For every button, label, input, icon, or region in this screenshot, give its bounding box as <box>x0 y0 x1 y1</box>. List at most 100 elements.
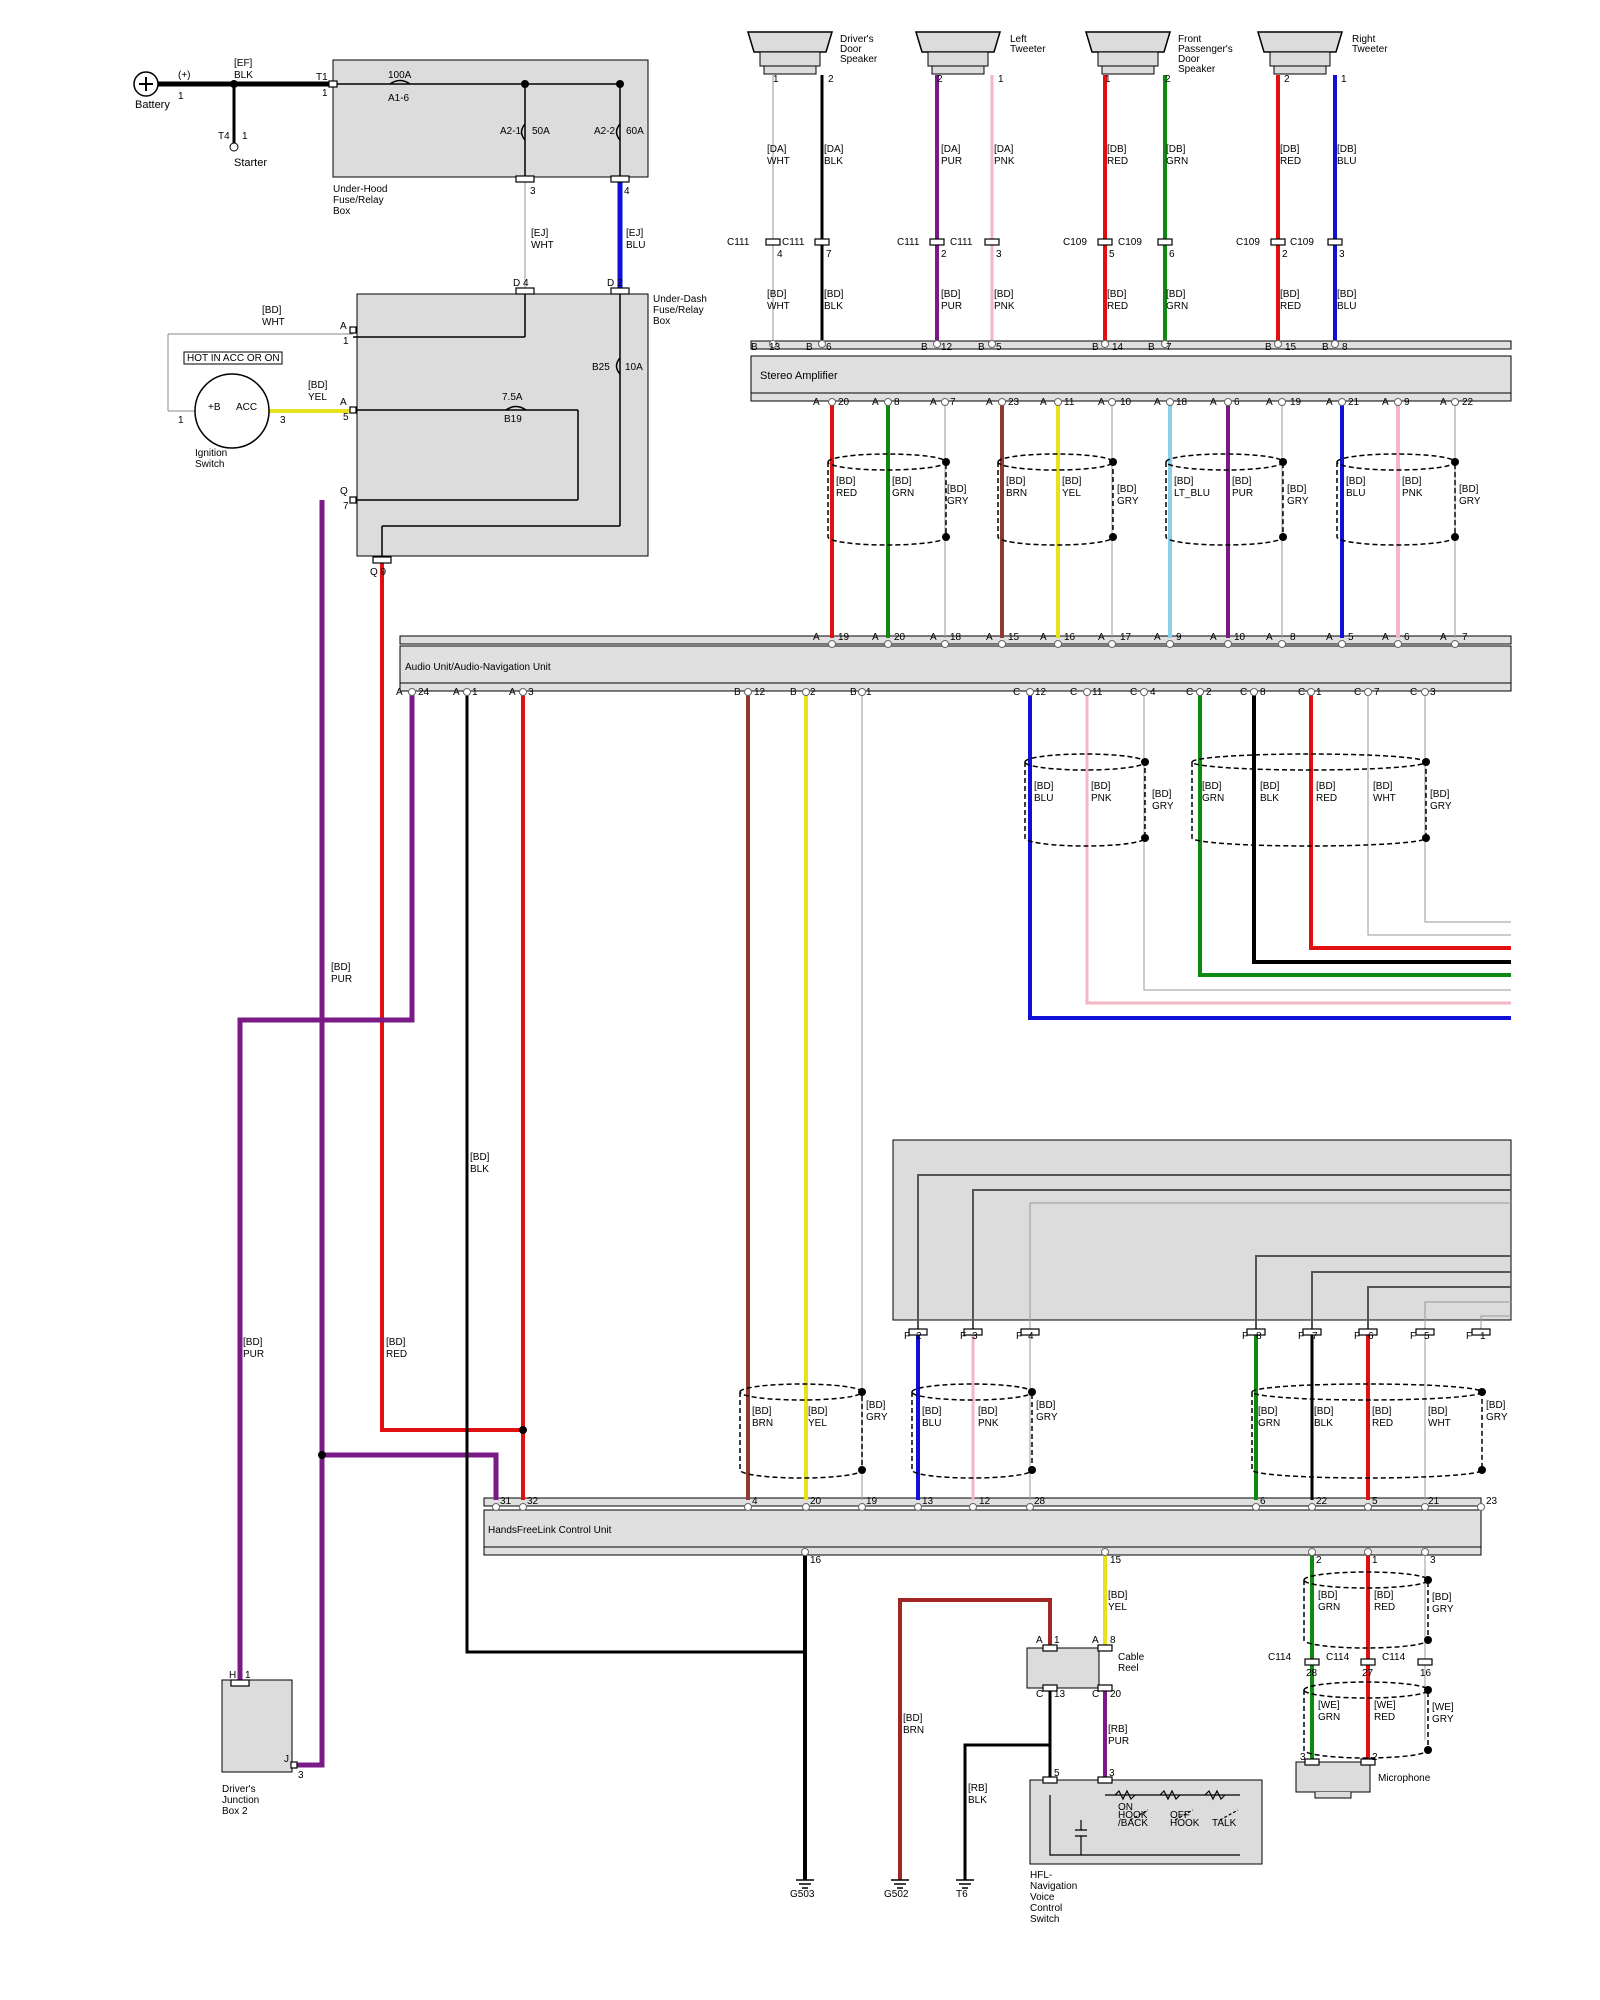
shield-drain-dot <box>1141 758 1149 766</box>
pin-label: B <box>806 342 813 353</box>
fuse-10a-icon <box>615 357 621 375</box>
terminal-pin <box>1166 398 1174 406</box>
wire-label: [BD] <box>892 476 912 487</box>
wire-label: [BD] <box>903 1713 923 1724</box>
ground-g502-icon <box>891 1879 909 1889</box>
wire-label: RED <box>1280 156 1301 167</box>
pin-label: 1 <box>322 88 328 99</box>
ignition-switch-icon <box>194 373 270 449</box>
wire-label: RED <box>1372 1418 1393 1429</box>
pin-label: 1 <box>178 91 184 102</box>
pin-label: 11 <box>1092 687 1103 698</box>
pin-label: 20 <box>894 632 906 643</box>
wire-label: PUR <box>1232 488 1253 499</box>
pin-label: 3 <box>1430 687 1436 698</box>
pin-label: 12 <box>754 687 766 698</box>
speaker-icon-0-terminal <box>763 65 817 75</box>
wire-lower-internal <box>1480 1315 1511 1330</box>
pin-label: F <box>1242 1331 1248 1342</box>
hfl-switch-label: HFL- <box>1030 1870 1052 1881</box>
pin-label: A <box>1154 397 1161 408</box>
wire-label: [BD] <box>1166 289 1186 300</box>
pin-label: 12 <box>979 1496 991 1507</box>
pin-label: 1 <box>472 687 478 698</box>
pin-label: 28 <box>1306 1668 1318 1679</box>
wire-label: WHT <box>1373 793 1396 804</box>
wire-label: [BD] <box>1006 476 1026 487</box>
terminal-pin <box>998 398 1006 406</box>
pin-label: 3 <box>1300 1752 1306 1763</box>
pin-label: 6 <box>1368 1331 1374 1342</box>
speaker-icon-3-body <box>1269 51 1331 67</box>
drivers-junction-box-2 <box>221 1679 293 1773</box>
battery-label: Battery <box>135 99 170 111</box>
wire-label: [BD] <box>1374 1590 1394 1601</box>
terminal-pin <box>802 688 810 696</box>
pin-label: A <box>1210 632 1217 643</box>
connector-c-spk-5 <box>1157 238 1173 246</box>
pin-label: 12 <box>941 342 953 353</box>
pin-label: A <box>1440 397 1447 408</box>
speaker-label: Door <box>1178 54 1200 65</box>
ground-label: T6 <box>956 1889 968 1900</box>
pin-label: +B <box>208 402 221 413</box>
wire-label: BLU <box>1346 488 1365 499</box>
terminal-pin <box>914 1503 922 1511</box>
terminal-pin <box>1394 640 1402 648</box>
pin-label: 15 <box>1008 632 1020 643</box>
connector-uh-4 <box>610 175 630 183</box>
wire-label: YEL <box>1108 1602 1127 1613</box>
connector-d2 <box>610 287 630 295</box>
wire-label: PUR <box>941 156 962 167</box>
wire-label: WHT <box>767 156 790 167</box>
pin-label: 3 <box>530 186 536 197</box>
hfl-unit-label: HandsFreeLink Control Unit <box>488 1525 612 1536</box>
pin-label: A <box>1326 632 1333 643</box>
wire-label: [BD] <box>1062 476 1082 487</box>
terminal-pin <box>1101 1548 1109 1556</box>
wire-label: [BD] <box>1428 1406 1448 1417</box>
wire-label: [BD] <box>947 484 967 495</box>
pin-label: 9 <box>1404 397 1410 408</box>
pin-label: 4 <box>1028 1331 1034 1342</box>
wire-label: GRY <box>1117 496 1139 507</box>
wire-label: WHT <box>531 240 554 251</box>
speaker-label: Door <box>840 44 862 55</box>
pin-label: 8 <box>894 397 900 408</box>
connector-c-spk-1 <box>814 238 830 246</box>
pin-label: 2 <box>810 687 816 698</box>
wire-lower-internal <box>972 1189 1511 1330</box>
pin-label: 18 <box>950 632 962 643</box>
wire-label: [BD] <box>386 1337 406 1348</box>
ground-t6-icon <box>956 1879 974 1889</box>
fuse-label: B19 <box>504 414 522 425</box>
wire-label: PNK <box>994 156 1015 167</box>
connector-c-spk-7 <box>1327 238 1343 246</box>
pin-label: 16 <box>810 1555 822 1566</box>
terminal-pin <box>884 398 892 406</box>
connector-c-spk-4 <box>1097 238 1113 246</box>
pin-label: A <box>1440 632 1447 643</box>
speaker-icon-0-body <box>759 51 821 67</box>
wire-label: [BD] <box>836 476 856 487</box>
speaker-label: Left <box>1010 34 1027 45</box>
wire-label: RED <box>1280 301 1301 312</box>
wire-label: PNK <box>978 1418 999 1429</box>
wire-label: LT_BLU <box>1174 488 1210 499</box>
pin-label: 1 <box>343 336 349 347</box>
terminal-pin <box>744 1503 752 1511</box>
pin-label: D 2 <box>607 278 623 289</box>
wire-label: [WE] <box>1374 1700 1396 1711</box>
pin-label: 3 <box>528 687 534 698</box>
terminal-pin <box>1364 1548 1372 1556</box>
pin-label: A <box>813 632 820 643</box>
wire-label: [BD] <box>824 289 844 300</box>
wire-label: GRY <box>1152 801 1174 812</box>
wire-label: RED <box>836 488 857 499</box>
connector-cr-a8 <box>1097 1644 1113 1652</box>
pin-label: F <box>904 1331 910 1342</box>
connector-label: C111 <box>782 237 805 248</box>
speaker-icon-3-terminal <box>1273 65 1327 75</box>
pin-label: 5 <box>1372 1496 1378 1507</box>
pin-label: A <box>930 632 937 643</box>
